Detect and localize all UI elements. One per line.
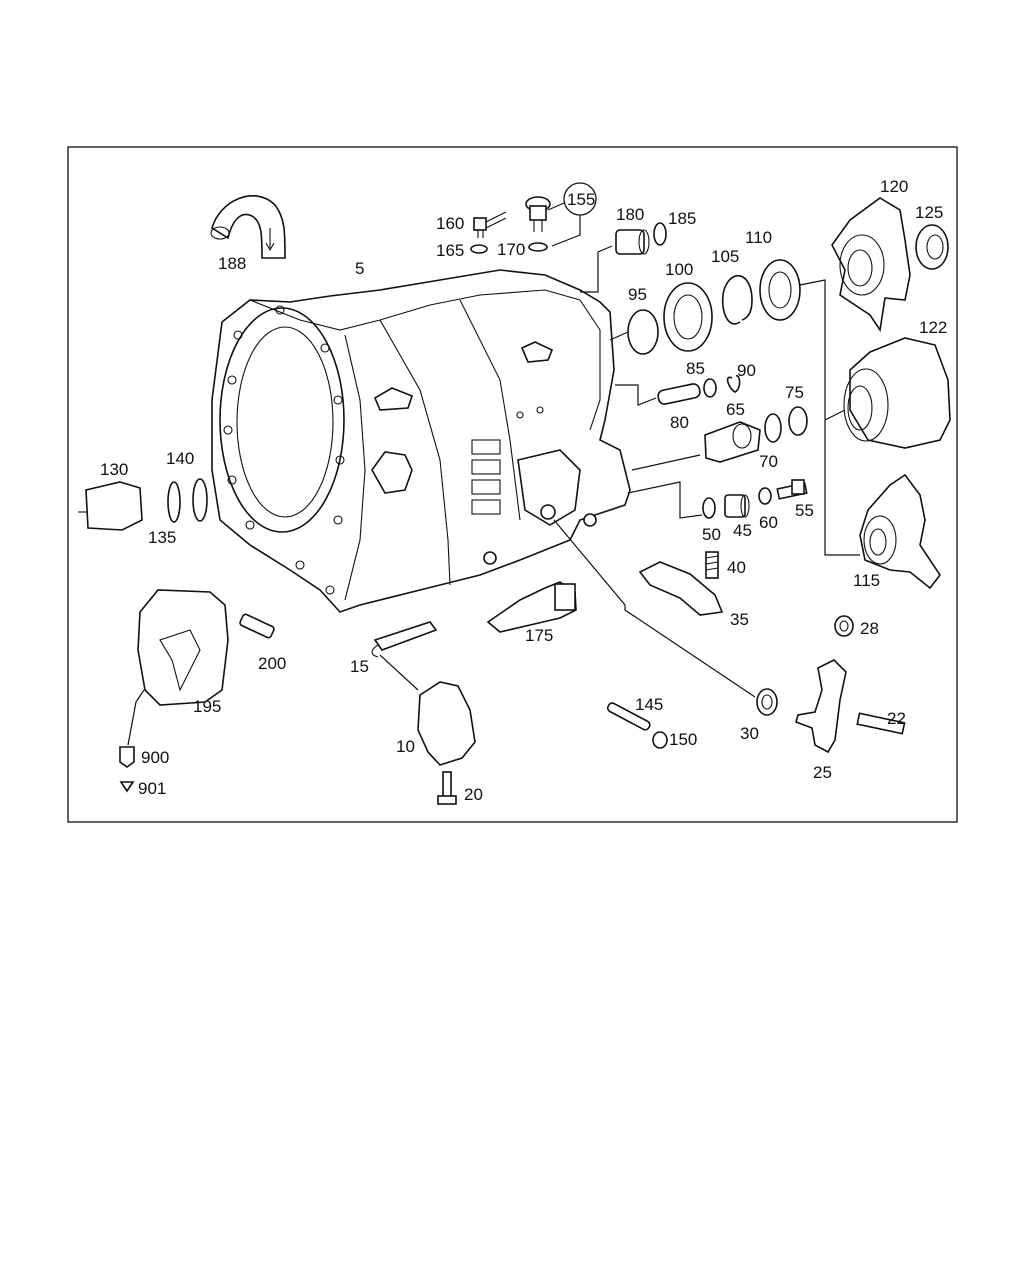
part-150-washer[interactable] [652, 731, 668, 749]
label-200: 200 [258, 654, 286, 673]
label-60: 60 [759, 513, 778, 532]
part-20-bolt[interactable] [437, 771, 457, 805]
label-28: 28 [860, 619, 879, 638]
label-185: 185 [668, 209, 696, 228]
part-200-bolt[interactable] [239, 613, 275, 639]
part-188-hose[interactable] [210, 195, 286, 259]
part-135-ring[interactable] [167, 481, 181, 523]
part-65-valve[interactable] [704, 421, 761, 463]
label-22: 22 [887, 709, 906, 728]
label-120: 120 [880, 177, 908, 196]
label-115: 115 [853, 571, 880, 590]
label-55: 55 [795, 501, 814, 520]
label-80: 80 [670, 413, 689, 432]
transmission-housing[interactable] [211, 269, 631, 613]
label-180: 180 [616, 205, 644, 224]
label-5: 5 [355, 259, 364, 278]
label-100: 100 [665, 260, 693, 279]
label-170: 170 [497, 240, 525, 259]
label-150: 150 [669, 730, 697, 749]
label-25: 25 [813, 763, 832, 782]
label-50: 50 [702, 525, 721, 544]
part-140-ring[interactable] [192, 478, 208, 522]
part-195-valve-body[interactable] [137, 589, 229, 706]
label-175: 175 [525, 626, 553, 645]
part-85-ring[interactable] [703, 378, 717, 398]
label-195: 195 [193, 697, 221, 716]
part-80-pin[interactable] [657, 383, 701, 405]
part-25-lever[interactable] [795, 659, 847, 754]
part-120-flange[interactable] [831, 197, 911, 333]
part-40-spring[interactable] [705, 551, 719, 579]
part-185-oring[interactable] [653, 222, 667, 246]
label-35: 35 [730, 610, 749, 629]
part-122-flange[interactable] [843, 337, 951, 449]
part-165-washer[interactable] [470, 244, 488, 254]
label-188: 188 [218, 254, 246, 273]
part-115-flange[interactable] [859, 473, 941, 590]
label-165: 165 [436, 241, 464, 260]
part-105-circlip[interactable] [721, 274, 753, 325]
label-20: 20 [464, 785, 483, 804]
label-30: 30 [740, 724, 759, 743]
part-170-washer[interactable] [528, 242, 548, 252]
part-30-seal[interactable] [756, 688, 778, 716]
part-100-bearing[interactable] [663, 282, 713, 352]
label-160: 160 [436, 214, 464, 233]
leader-lines [127, 245, 860, 746]
part-125-nut[interactable] [915, 224, 949, 270]
part-175-sensor[interactable] [486, 581, 577, 633]
part-180-piston[interactable] [615, 229, 650, 255]
label-135: 135 [148, 528, 176, 547]
part-70-ring[interactable] [764, 413, 782, 443]
part-15-pipe[interactable] [371, 621, 438, 658]
part-160-bolt[interactable] [473, 211, 507, 238]
part-28-nut[interactable] [834, 615, 854, 637]
part-22-shaft[interactable] [856, 712, 906, 735]
label-122: 122 [919, 318, 947, 337]
label-75: 75 [785, 383, 804, 402]
label-110: 110 [745, 228, 772, 247]
part-900-cap[interactable] [119, 746, 135, 768]
part-10-bracket[interactable] [417, 681, 476, 766]
part-75-ring[interactable] [788, 406, 808, 436]
part-50-washer[interactable] [702, 497, 716, 519]
label-85: 85 [686, 359, 705, 378]
part-130-connector[interactable] [78, 481, 143, 531]
label-90: 90 [737, 361, 756, 380]
label-900: 900 [141, 748, 169, 767]
part-170-plug[interactable] [525, 196, 551, 232]
part-95-ring[interactable] [627, 309, 659, 355]
label-130: 130 [100, 460, 128, 479]
label-65: 65 [726, 400, 745, 419]
label-105: 105 [711, 247, 739, 266]
part-90-clip[interactable] [726, 375, 741, 393]
part-45-plug[interactable] [724, 494, 750, 518]
label-15: 15 [350, 657, 369, 676]
part-901-clip[interactable] [119, 781, 135, 793]
part-35-lever[interactable] [638, 561, 724, 616]
label-45: 45 [733, 521, 752, 540]
label-145: 145 [635, 695, 663, 714]
part-145-pin[interactable] [606, 702, 651, 732]
label-95: 95 [628, 285, 647, 304]
part-55-screw[interactable] [776, 479, 808, 500]
label-10: 10 [396, 737, 415, 756]
diagram-frame [67, 146, 958, 823]
label-155: 155 [567, 190, 595, 209]
label-140: 140 [166, 449, 194, 468]
part-labels: 5 10 15 20 22 25 28 30 35 40 45 50 55 60… [100, 177, 947, 804]
part-60-washer[interactable] [758, 487, 772, 505]
part-110-seal[interactable] [759, 259, 801, 321]
label-40: 40 [727, 558, 746, 577]
label-901: 901 [138, 779, 166, 798]
label-125: 125 [915, 203, 943, 222]
label-70: 70 [759, 452, 778, 471]
